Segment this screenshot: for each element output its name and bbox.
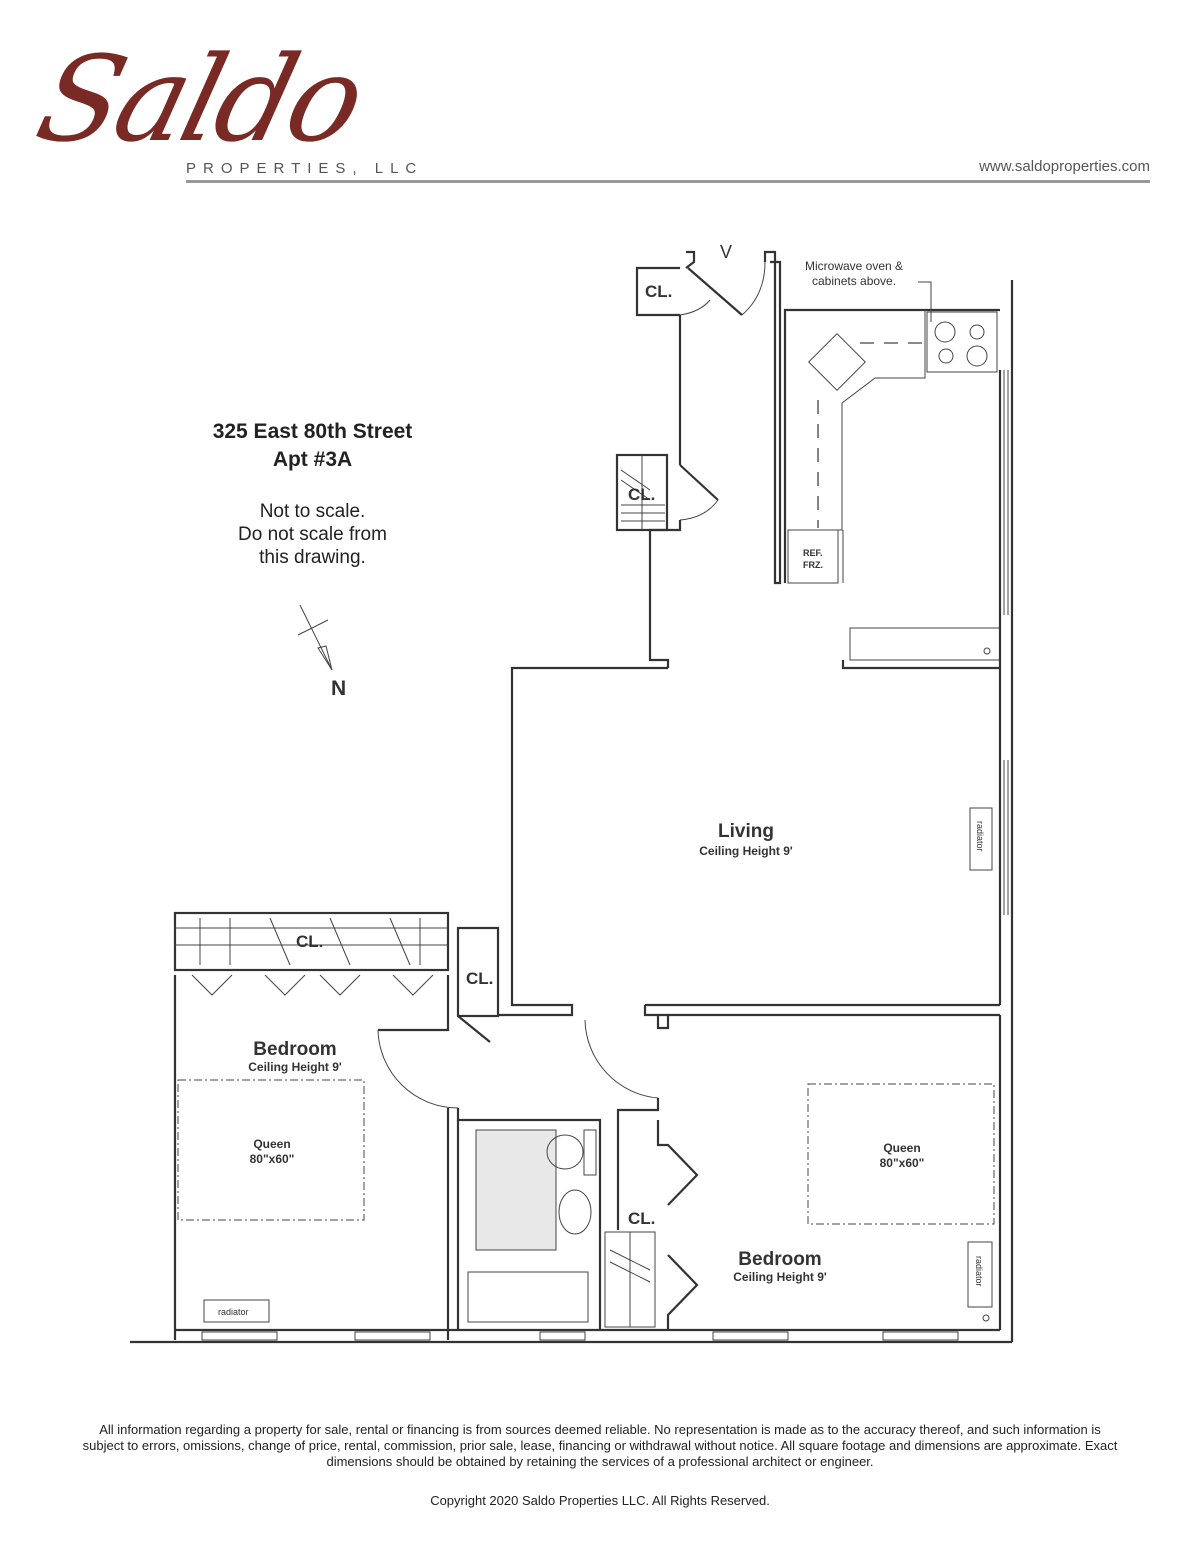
exterior-wall-right [998,280,1014,1342]
copyright: Copyright 2020 Saldo Properties LLC. All… [430,1493,770,1508]
radiator-label: radiator [974,1256,984,1287]
bed-label: Queen [253,1137,290,1151]
bedroom-1-ceiling: Ceiling Height 9' [248,1060,342,1074]
scale-note-line: Not to scale. [259,501,366,522]
kitchen: Microwave oven & cabinets above. REF. FR… [783,259,1001,661]
microwave-note: Microwave oven & [805,259,903,273]
logo-subtitle: PROPERTIES, LLC [186,160,424,177]
radiator-label: radiator [218,1307,249,1317]
bedroom-2: CL. radiator Bedroom Ceiling Height 9' Q… [604,1013,1002,1330]
bedroom-2-ceiling: Ceiling Height 9' [733,1270,827,1284]
tile-floor [475,1129,557,1251]
refrigerator-label: REF. [803,548,823,558]
bedroom-1-name: Bedroom [253,1039,336,1060]
closet-label: CL. [466,969,493,988]
living-room-name: Living [718,821,774,842]
entry-mark: V [720,242,732,262]
entry-area: V CL. CL. [615,242,782,668]
bed-size: 80"x60" [880,1156,925,1170]
living-room: radiator Living Ceiling Height 9' [498,660,1000,1030]
scale-note-line: Do not scale from [238,524,387,545]
closet-label: CL. [628,1209,655,1228]
address-unit: Apt #3A [272,448,353,471]
refrigerator-label: FRZ. [803,560,823,570]
header-divider [186,180,1150,183]
disclaimer: All information regarding a property for… [82,1422,1118,1469]
property-address: 325 East 80th Street Apt #3A [150,418,475,474]
scale-note: Not to scale. Do not scale from this dra… [150,500,475,569]
living-room-ceiling: Ceiling Height 9' [699,844,793,858]
exterior-wall-bottom [130,1328,1012,1344]
radiator-label: radiator [975,821,985,852]
closet-label: CL. [296,932,323,951]
bathroom [456,1019,659,1330]
bed-label: Queen [883,1141,920,1155]
north-label: N [331,677,346,700]
address-street: 325 East 80th Street [212,420,413,443]
closet-label: CL. [628,485,655,504]
bedroom-2-name: Bedroom [738,1249,821,1270]
bed-size: 80"x60" [250,1152,295,1166]
closet-label: CL. [645,282,672,301]
website-link[interactable]: www.saldoproperties.com [979,158,1150,175]
microwave-note: cabinets above. [812,274,896,288]
north-arrow-icon [297,604,333,671]
scale-note-line: this drawing. [259,547,366,568]
bedroom-1: CL. CL. radiator Bedroom Ceiling Height … [173,911,500,1340]
